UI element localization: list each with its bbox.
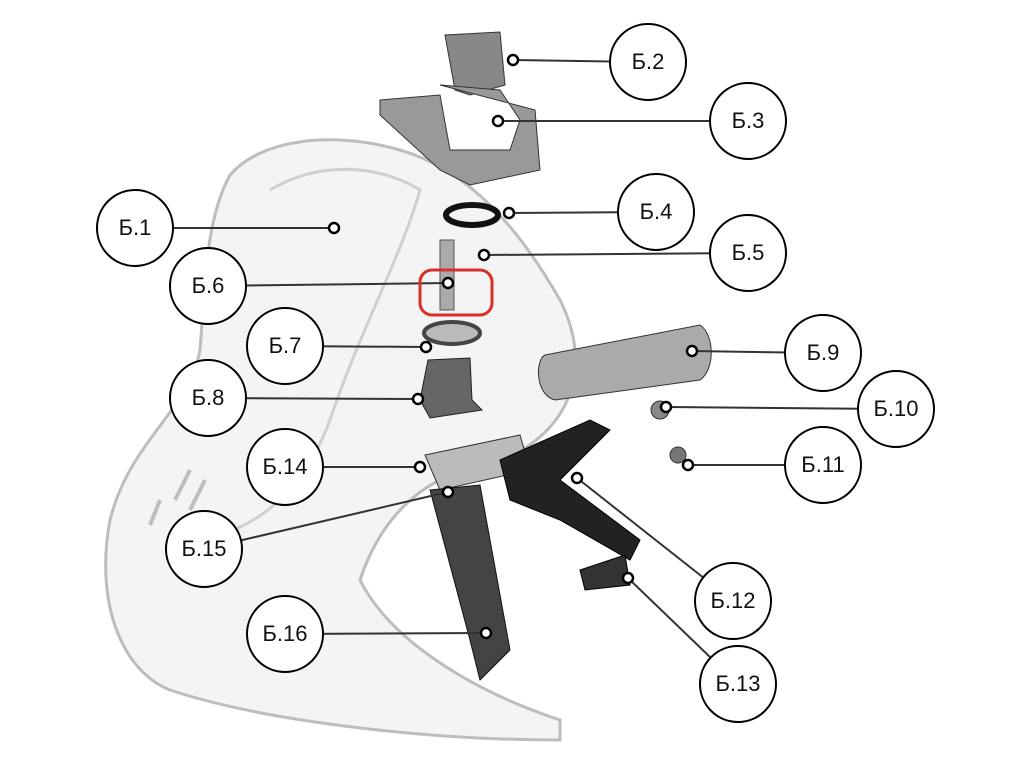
callout-b2[interactable]: Б.2 <box>609 23 687 101</box>
leader-line-b5 <box>483 252 749 256</box>
anchor-dot-b14 <box>413 460 427 474</box>
callout-b14[interactable]: Б.14 <box>246 428 324 506</box>
part-washer-b7 <box>422 320 482 346</box>
callout-b16[interactable]: Б.16 <box>246 595 324 673</box>
callout-b4[interactable]: Б.4 <box>617 173 695 251</box>
boot-liner <box>199 167 422 542</box>
part-bushing-b2 <box>444 31 506 96</box>
anchor-dot-b2 <box>506 53 520 67</box>
anchor-dot-b16 <box>479 626 493 640</box>
anchor-dot-b6 <box>441 276 455 290</box>
anchor-dot-b7 <box>419 340 433 354</box>
anchor-dot-b9 <box>685 344 699 358</box>
callout-b3[interactable]: Б.3 <box>709 82 787 160</box>
highlight-box-b6 <box>418 268 494 317</box>
anchor-dot-b10 <box>659 400 673 414</box>
anchor-dot-b5 <box>477 248 491 262</box>
part-hook-b13 <box>579 554 631 591</box>
leader-line-b15 <box>203 491 449 550</box>
part-nut-b11 <box>669 446 687 464</box>
callout-b13[interactable]: Б.13 <box>699 645 777 723</box>
anchor-dot-b13 <box>621 571 635 585</box>
anchor-dots <box>327 53 699 640</box>
anchor-dot-b8 <box>411 392 425 406</box>
callout-b12[interactable]: Б.12 <box>694 562 772 640</box>
anchor-dot-b12 <box>570 471 584 485</box>
anchor-dot-b3 <box>491 114 505 128</box>
part-plate-b3 <box>379 84 541 186</box>
anchor-dot-b4 <box>502 206 516 220</box>
callout-b1[interactable]: Б.1 <box>96 189 174 267</box>
part-washer-b4 <box>443 202 501 228</box>
part-lever-b12 <box>499 419 641 561</box>
anchor-dot-b15 <box>441 485 455 499</box>
part-cylinder-b9 <box>537 324 712 401</box>
callout-b7[interactable]: Б.7 <box>246 307 324 385</box>
callout-b6[interactable]: Б.6 <box>169 247 247 325</box>
anchor-dot-b11 <box>681 458 695 472</box>
callout-b15[interactable]: Б.15 <box>165 510 243 588</box>
part-pin-b6 <box>439 239 455 311</box>
callout-b10[interactable]: Б.10 <box>857 370 935 448</box>
callout-b8[interactable]: Б.8 <box>169 359 247 437</box>
callout-b11[interactable]: Б.11 <box>784 426 862 504</box>
part-lever-b16 <box>429 484 511 681</box>
leader-line-b6 <box>207 282 449 287</box>
anchor-dot-b1 <box>327 221 341 235</box>
callout-b5[interactable]: Б.5 <box>709 214 787 292</box>
callout-b9[interactable]: Б.9 <box>784 314 862 392</box>
boot-vents <box>148 469 207 526</box>
